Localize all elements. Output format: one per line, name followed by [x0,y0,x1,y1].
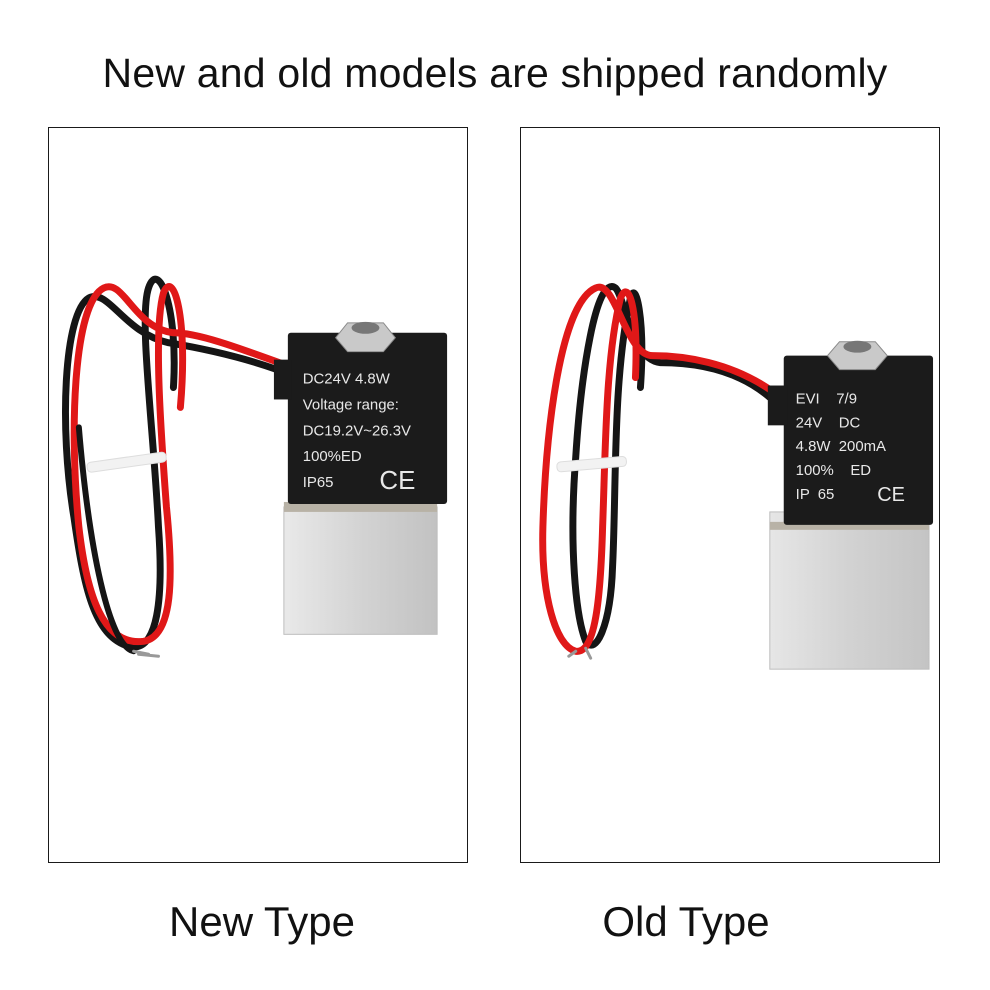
coil-label-line-5: IP65 [303,474,334,491]
coil-label-line-2: Voltage range: [303,396,399,413]
hex-nut-icon [826,340,888,371]
valve-body [769,511,930,670]
coil-label-line-2: 24V DC [796,414,861,431]
coil-label-line-4: 100% ED [796,462,872,479]
ce-mark-icon: CE [379,467,415,495]
old-type-photo: EVI 7/9 24V DC 4.8W 200mA 100% ED IP 65 … [520,127,940,863]
coil-housing [287,332,448,504]
wire-loop [62,275,297,658]
coil-label-line-5: IP 65 [796,486,835,503]
coil-label-line-3: 4.8W 200mA [796,438,886,455]
new-type-photo: DC24V 4.8W Voltage range: DC19.2V~26.3V … [48,127,468,863]
solenoid-valve-new-image: DC24V 4.8W Voltage range: DC19.2V~26.3V … [62,275,448,658]
old-type-caption: Old Type [602,898,770,945]
coil-housing [783,355,934,525]
coil-label-line-1: DC24V 4.8W [303,371,391,388]
hex-nut-icon [334,321,396,353]
wire-loop [539,283,774,660]
coil-label-line-1: EVI 7/9 [796,390,857,407]
coil-label-line-3: DC19.2V~26.3V [303,422,411,439]
headline: New and old models are shipped randomly [102,50,888,96]
solenoid-valve-old-image: EVI 7/9 24V DC 4.8W 200mA 100% ED IP 65 … [539,283,934,670]
ce-mark-icon: CE [877,484,905,506]
valve-body [283,506,438,635]
new-type-caption: New Type [169,898,355,945]
coil-label-line-4: 100%ED [303,448,362,465]
